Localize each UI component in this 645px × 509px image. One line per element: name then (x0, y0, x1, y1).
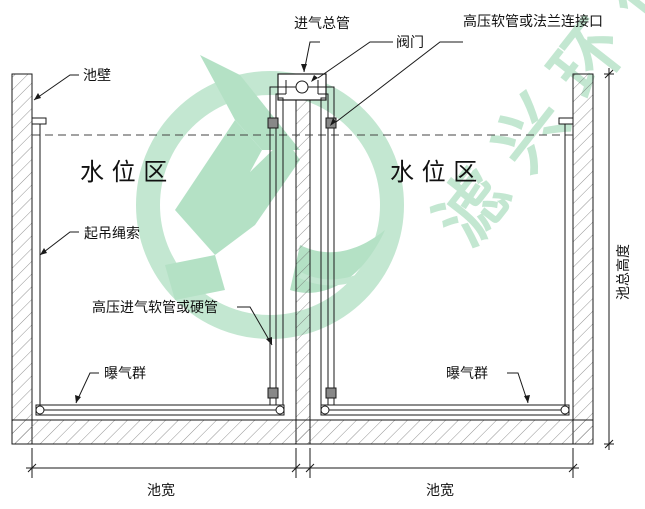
label-tank-height: 池总高度 (615, 244, 632, 300)
ledge-left (31, 117, 47, 125)
ledge-right (558, 117, 574, 125)
aerator-grid-right (320, 404, 570, 416)
label-water-zone-right: 水 位 区 (390, 158, 477, 186)
leader-lines (33, 41, 529, 404)
tank-floor (11, 419, 594, 445)
label-tank-wall: 池壁 (83, 68, 111, 84)
main-intake-assembly (277, 73, 327, 101)
label-lifting-rope: 起吊绳索 (84, 225, 140, 242)
label-hose-or-flange: 高压软管或法兰连接口 (463, 13, 603, 30)
aerator-grid-left (35, 404, 285, 416)
width-dimension (26, 448, 579, 478)
watermark-text: 滤 兴 环 保 (419, 0, 645, 260)
label-aerator-right: 曝气群 (446, 366, 488, 382)
label-aerator-left: 曝气群 (104, 366, 146, 382)
label-air-pipe: 高压进气软管或硬管 (92, 299, 218, 316)
label-water-zone-left: 水 位 区 (80, 158, 167, 186)
tank-wall-middle (295, 99, 311, 445)
air-pipe-left (267, 86, 286, 405)
height-dimension (604, 68, 614, 450)
label-main-intake-pipe: 进气总管 (294, 16, 350, 32)
leader-arrowheads (34, 64, 530, 403)
label-tank-width-right: 池宽 (426, 482, 454, 499)
label-valve: 阀门 (396, 35, 424, 51)
label-tank-width-left: 池宽 (147, 482, 175, 499)
air-pipe-right (318, 86, 337, 405)
tank-wall-left (11, 73, 33, 445)
tank-wall-right (572, 73, 594, 445)
